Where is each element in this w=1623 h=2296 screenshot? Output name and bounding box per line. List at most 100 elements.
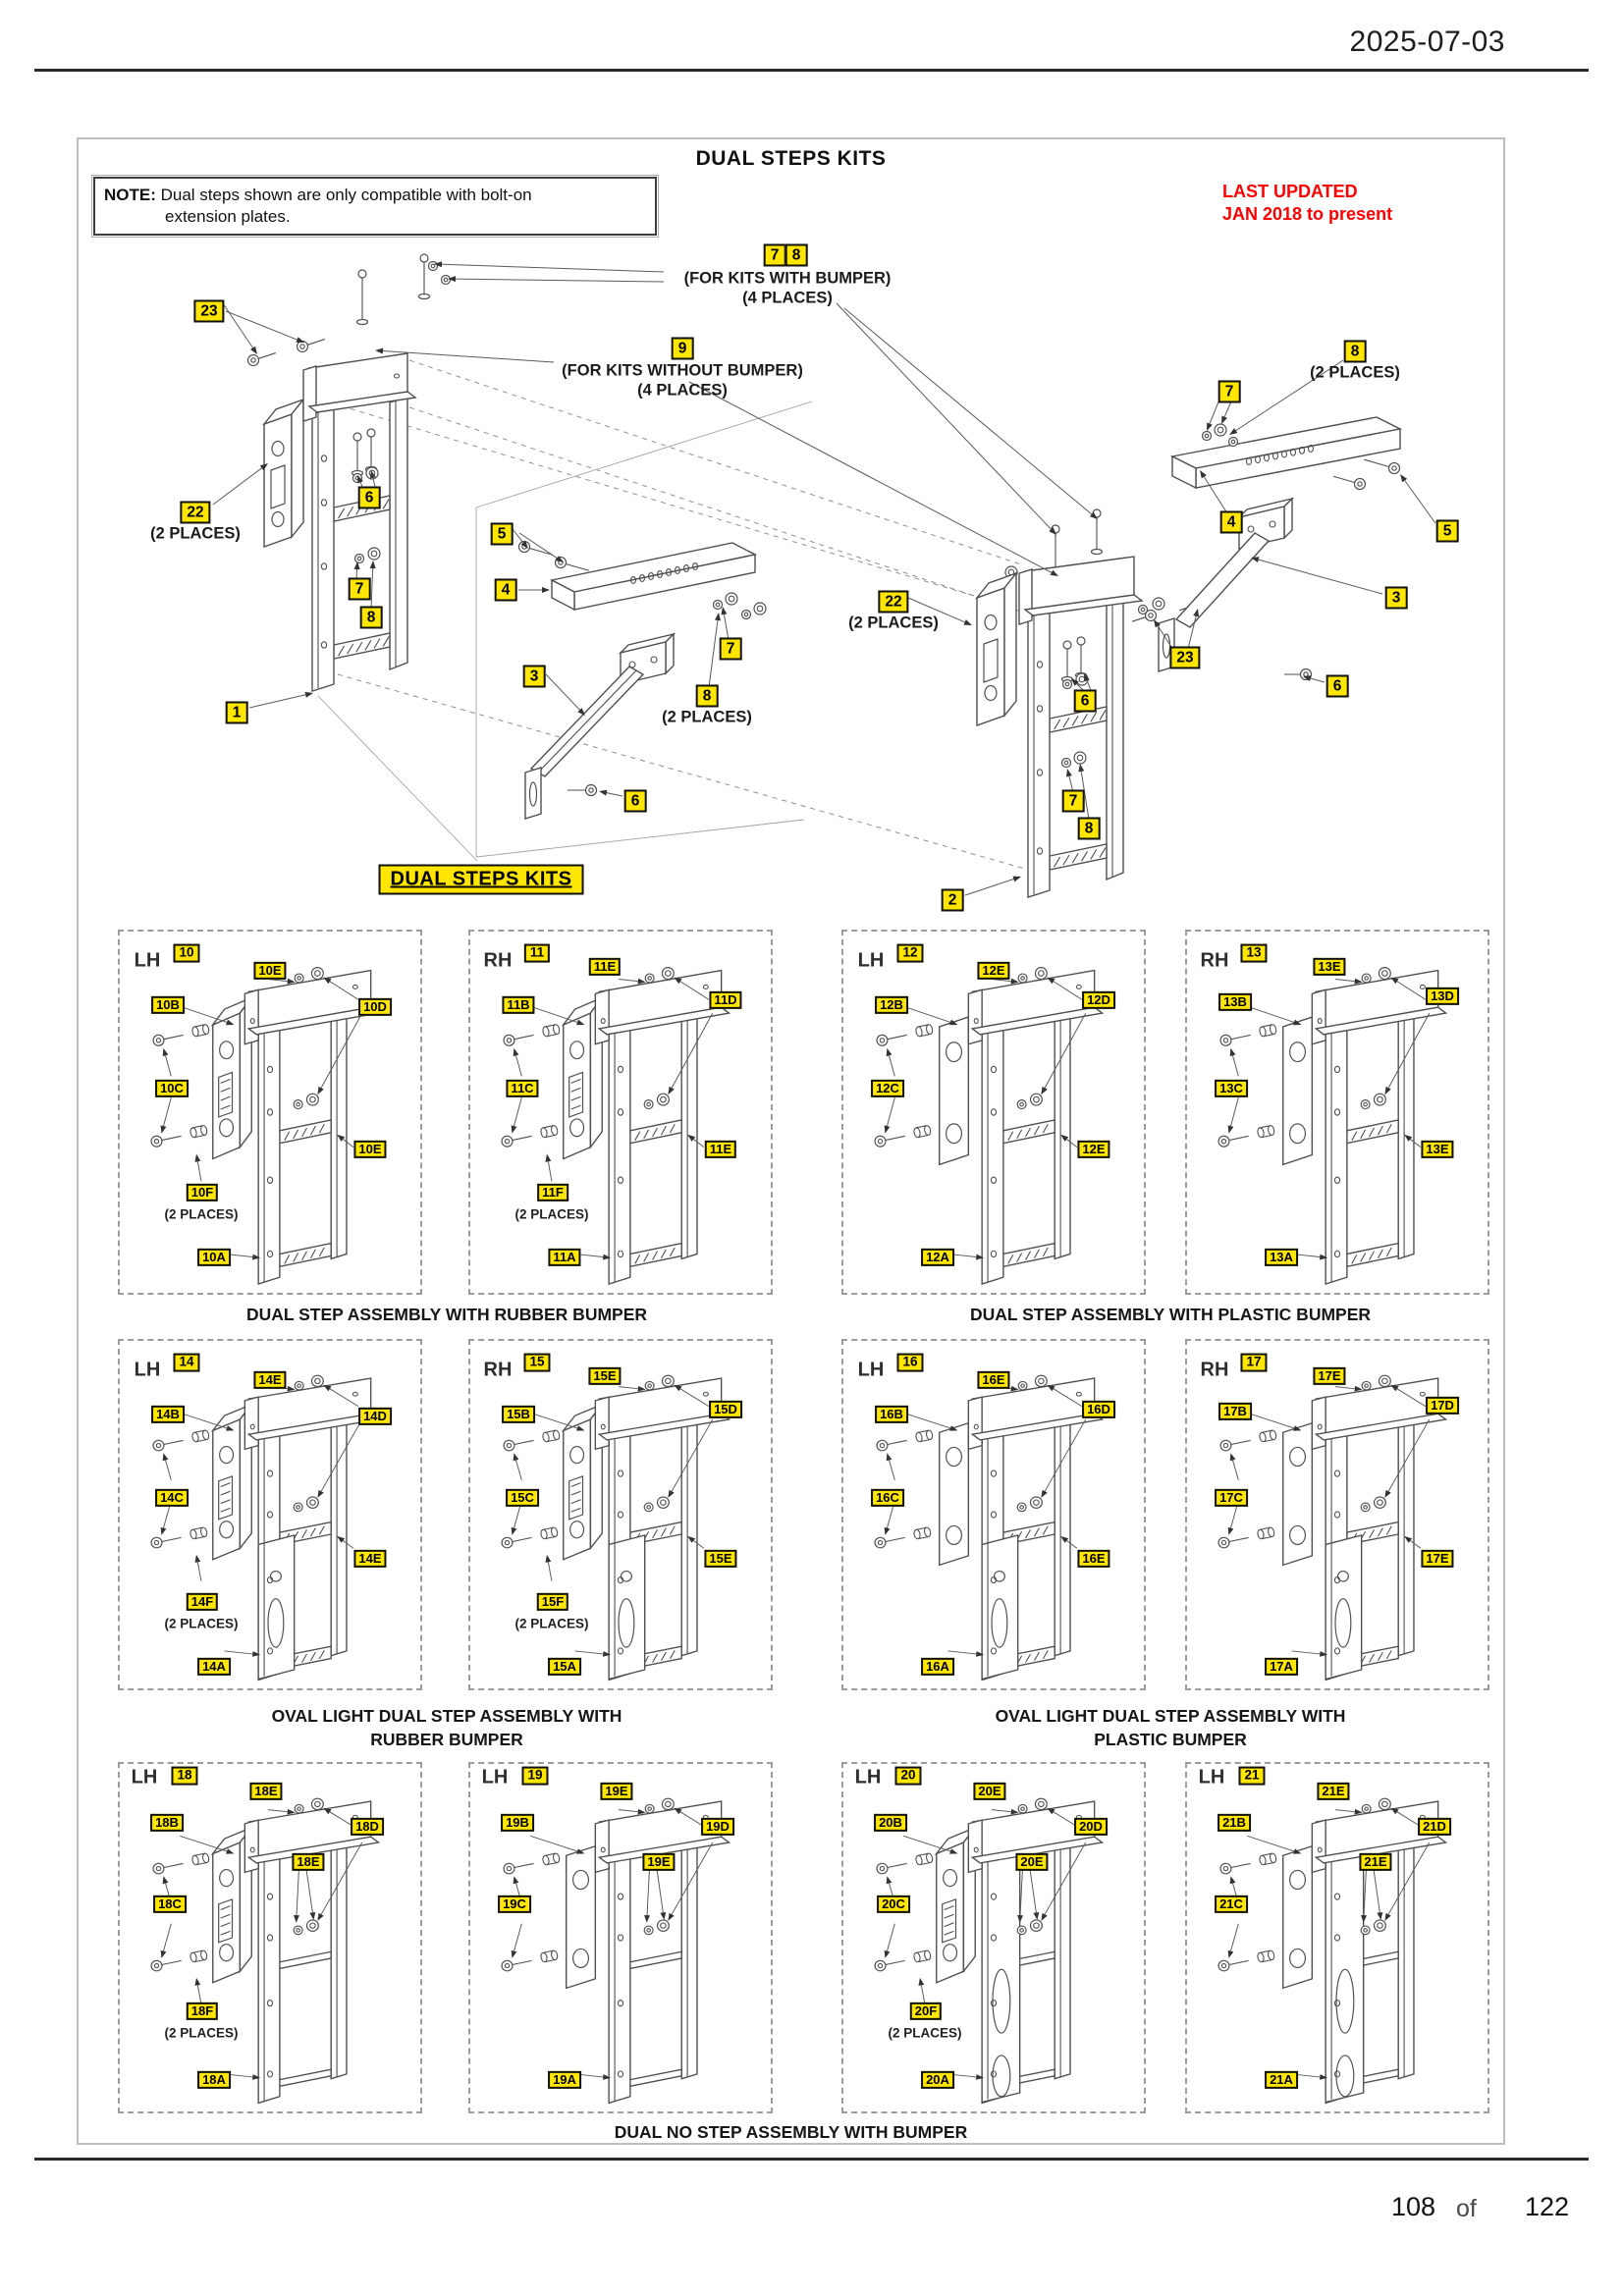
callout-14F: 14F (186, 1592, 219, 1612)
panel-art-11 (501, 967, 731, 1286)
panel-number: 15 (523, 1353, 551, 1372)
callout-10A: 10A (197, 1248, 231, 1267)
callout-19E: 19E (600, 1782, 633, 1801)
annotation: (2 PLACES) (1310, 363, 1400, 382)
panel-art-21 (1217, 1797, 1448, 2105)
callout-14C: 14C (155, 1488, 189, 1508)
callout-14D: 14D (358, 1407, 392, 1426)
callout-15B: 15B (502, 1405, 535, 1424)
callout-16C: 16C (871, 1488, 904, 1508)
callout-7: 7 (1217, 380, 1241, 403)
callout-8: 8 (1343, 340, 1367, 363)
callout-17E: 17E (1313, 1366, 1346, 1386)
callout-2: 2 (941, 888, 964, 912)
note-text1: Dual steps shown are only compatible wit… (160, 186, 532, 204)
page-total: 122 (1525, 2192, 1570, 2221)
panel-number: 19 (521, 1766, 549, 1786)
callout-18E: 18E (292, 1852, 325, 1872)
callout-20A: 20A (921, 2070, 954, 2090)
callout-15E: 15E (704, 1549, 737, 1569)
callout-21E: 21E (1317, 1782, 1350, 1801)
callout-10C: 10C (155, 1079, 189, 1098)
callout-16E: 16E (977, 1370, 1010, 1390)
callout-8: 8 (695, 684, 719, 708)
annotation: (4 PLACES) (742, 289, 833, 307)
callout-4: 4 (1219, 510, 1243, 534)
annotation: (2 PLACES) (848, 614, 939, 632)
page-date: 2025-07-03 (1349, 26, 1505, 58)
panel-number: 17 (1240, 1353, 1268, 1372)
callout-14B: 14B (151, 1405, 185, 1424)
callout-23: 23 (1169, 646, 1201, 669)
callout-10D: 10D (358, 997, 392, 1017)
callout-14E: 14E (253, 1370, 287, 1390)
panel-art-10 (150, 967, 381, 1286)
callout-18C: 18C (153, 1895, 187, 1914)
places-note: (2 PLACES) (164, 1206, 239, 1222)
callout-11E: 11E (704, 1140, 737, 1159)
panel-side-label: LH (857, 949, 885, 972)
callout-14E: 14E (353, 1549, 387, 1569)
callout-4: 4 (494, 578, 517, 602)
callout-13E: 13E (1421, 1140, 1454, 1159)
panel-side-label: LH (857, 1359, 885, 1381)
callout-10F: 10F (186, 1183, 219, 1202)
callout-13E: 13E (1313, 957, 1346, 977)
callout-22: 22 (180, 501, 211, 524)
callout-11A: 11A (548, 1248, 581, 1267)
callout-13A: 13A (1265, 1248, 1298, 1267)
callout-21A: 21A (1265, 2070, 1298, 2090)
callout-15A: 15A (548, 1657, 581, 1677)
callout-20E: 20E (973, 1782, 1006, 1801)
annotation: (2 PLACES) (662, 708, 752, 726)
panel-art-16 (874, 1374, 1105, 1682)
callout-21E: 21E (1359, 1852, 1392, 1872)
panel-number: 16 (896, 1353, 924, 1372)
callout-15E: 15E (588, 1366, 622, 1386)
callout-13C: 13C (1215, 1079, 1248, 1098)
caption-row2-left-line2: RUBBER BUMPER (370, 1730, 523, 1749)
page-of-label: of (1456, 2195, 1477, 2222)
top-diagram-art (212, 253, 1436, 898)
panel-art-15 (501, 1374, 731, 1682)
callout-16D: 16D (1082, 1400, 1115, 1419)
annotation: (4 PLACES) (637, 381, 728, 400)
bottom-rule (34, 2158, 1589, 2161)
callout-16E: 16E (1077, 1549, 1110, 1569)
callout-19E: 19E (642, 1852, 676, 1872)
places-note: (2 PLACES) (514, 1206, 589, 1222)
callout-8: 8 (784, 243, 808, 267)
main-box: DUAL STEPS KITS NOTE: Dual steps shown a… (77, 137, 1505, 2145)
panel-number: 14 (173, 1353, 200, 1372)
places-note: (2 PLACES) (888, 2025, 962, 2041)
callout-6: 6 (357, 486, 381, 509)
callout-17A: 17A (1265, 1657, 1298, 1677)
callout-15D: 15D (709, 1400, 742, 1419)
panel-side-label: RH (483, 1359, 513, 1381)
page-number: 108 (1391, 2192, 1436, 2221)
caption-row2-right: OVAL LIGHT DUAL STEP ASSEMBLY WITH PLAST… (841, 1704, 1499, 1751)
callout-21D: 21D (1418, 1817, 1451, 1837)
callout-19D: 19D (701, 1817, 734, 1837)
page-title: DUAL STEPS KITS (695, 147, 887, 170)
caption-row1-left: DUAL STEP ASSEMBLY WITH RUBBER BUMPER (245, 1305, 648, 1324)
callout-13D: 13D (1426, 987, 1459, 1006)
callout-12D: 12D (1082, 990, 1115, 1010)
callout-5: 5 (490, 522, 514, 546)
callout-21C: 21C (1215, 1895, 1248, 1914)
caption-row2-right-line2: PLASTIC BUMPER (1094, 1730, 1247, 1749)
panel-art-13 (1217, 967, 1448, 1286)
callout-21B: 21B (1217, 1813, 1251, 1833)
panel-side-label: RH (1200, 1359, 1229, 1381)
callout-20D: 20D (1074, 1817, 1108, 1837)
callout-18B: 18B (150, 1813, 184, 1833)
